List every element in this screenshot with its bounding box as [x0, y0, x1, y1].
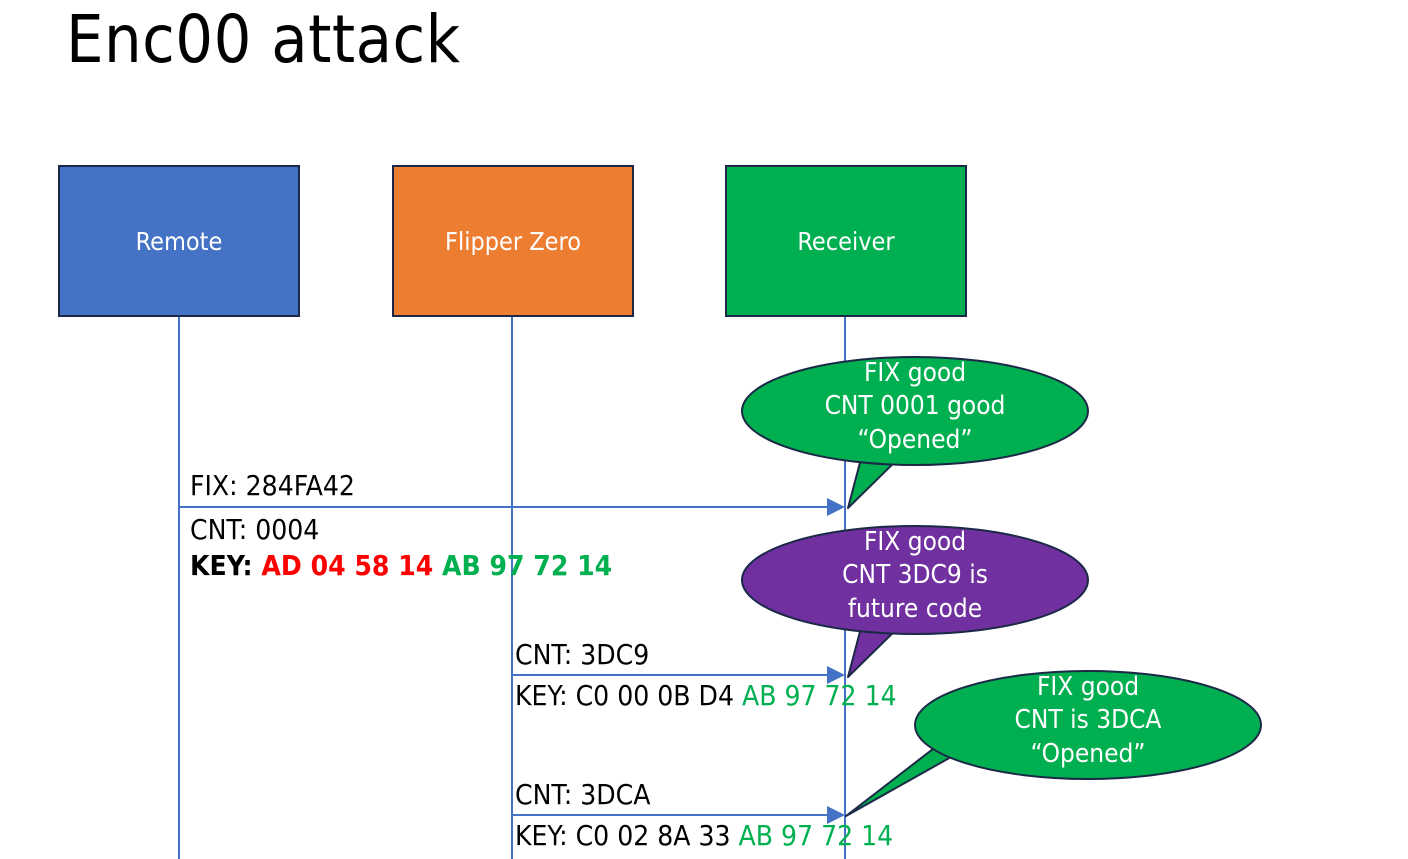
actor-box-remote[interactable]: Remote [58, 165, 300, 317]
hex-segment-green: AB 97 72 14 [442, 549, 613, 582]
message-label-flipper-to-receiver-future: CNT: 3DC9 [515, 638, 650, 671]
hex-segment-green: AB 97 72 14 [738, 819, 894, 852]
message-payload-flipper-to-receiver-next-0: KEY: C0 02 8A 33 AB 97 72 14 [515, 822, 893, 850]
hex-segment-green: AB 97 72 14 [741, 679, 897, 712]
hex-segment-black: KEY: [190, 549, 262, 582]
message-payload-remote-to-receiver-0: CNT: 0004 [190, 516, 319, 544]
hex-segment-black: CNT: 0004 [190, 513, 320, 546]
message-arrows-group [179, 498, 845, 824]
hex-segment-black: KEY: C0 02 8A 33 [515, 819, 739, 852]
hex-segment-red: AD 04 58 14 [261, 549, 443, 582]
bubble-receiver-future-code-body [741, 525, 1089, 635]
bubble-receiver-opened-1[interactable] [741, 356, 1089, 509]
message-label-remote-to-receiver: FIX: 284FA42 [190, 469, 355, 502]
speech-bubbles-group [741, 356, 1262, 817]
page-title: Enc00 attack [66, 1, 461, 78]
bubble-receiver-opened-2-body [914, 670, 1262, 780]
actor-label: Remote [135, 226, 223, 256]
actor-label: Flipper Zero [445, 226, 581, 256]
bubble-receiver-opened-1-body [741, 356, 1089, 466]
message-payload-remote-to-receiver-1: KEY: AD 04 58 14 AB 97 72 14 [190, 552, 612, 580]
hex-segment-black: KEY: C0 00 0B D4 [515, 679, 742, 712]
actor-label: Receiver [797, 226, 895, 256]
bubble-receiver-opened-2[interactable] [845, 670, 1262, 817]
actor-box-receiver[interactable]: Receiver [725, 165, 967, 317]
actor-box-flipper-zero[interactable]: Flipper Zero [392, 165, 634, 317]
message-payload-flipper-to-receiver-future-0: KEY: C0 00 0B D4 AB 97 72 14 [515, 682, 897, 710]
message-label-flipper-to-receiver-next: CNT: 3DCA [515, 778, 651, 811]
bubble-receiver-future-code[interactable] [741, 525, 1089, 678]
